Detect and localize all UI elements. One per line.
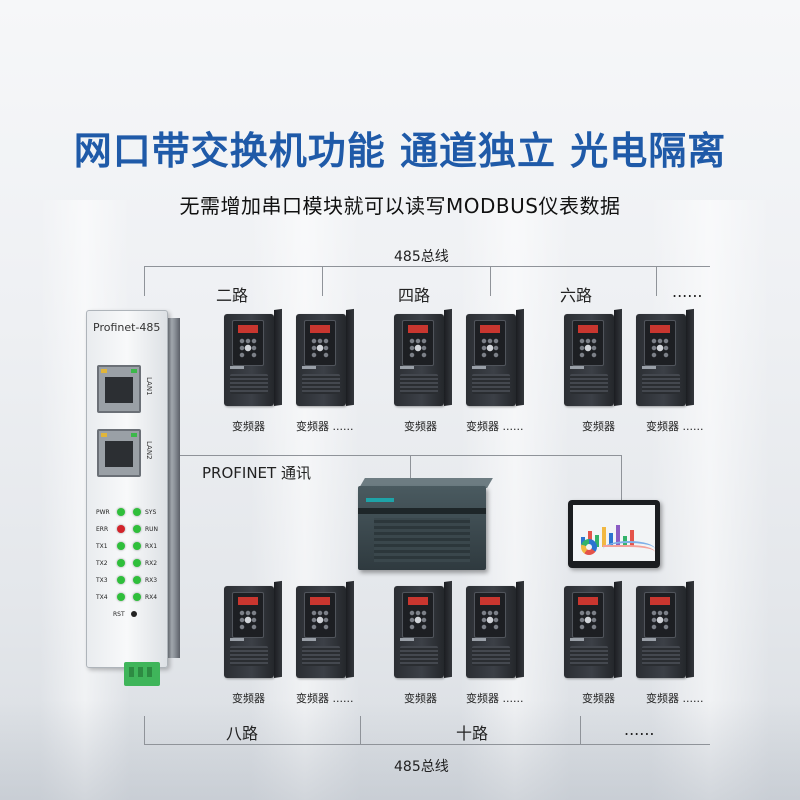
tx2-led [117, 559, 125, 567]
led-label: TX1 [96, 543, 108, 550]
reset-button[interactable] [131, 611, 137, 617]
inverter [224, 580, 282, 678]
led-label: RX2 [145, 560, 158, 567]
device-label: 变频器 [404, 420, 437, 433]
bus-drop [360, 716, 361, 744]
inverter [394, 308, 452, 406]
led-label: TX4 [96, 594, 108, 601]
profinet-gateway: Profinet-485 LAN1 LAN2 PWR SYS ERR RUN T… [86, 310, 180, 670]
led-label: TX3 [96, 577, 108, 584]
lan2-label: LAN2 [145, 441, 153, 460]
device-label: 变频器 ...... [466, 420, 524, 433]
inverter [636, 580, 694, 678]
tx3-led [117, 576, 125, 584]
route-label: 八路 [226, 724, 259, 743]
route-label: 二路 [216, 286, 249, 305]
pwr-led [117, 508, 125, 516]
bus-drop [144, 266, 145, 296]
plc-controller [358, 478, 494, 570]
led-label: PWR [96, 509, 110, 516]
bottom-bus-label: 485总线 [394, 759, 449, 775]
led-label: ERR [96, 526, 109, 533]
rx3-led [133, 576, 141, 584]
reset-label: RST [113, 611, 125, 618]
subheadline: 无需增加串口模块就可以读写MODBUS仪表数据 [179, 194, 621, 218]
led-label: SYS [145, 509, 157, 516]
top-bus-line [144, 266, 710, 267]
tx4-led [117, 593, 125, 601]
bus-drop [144, 716, 145, 744]
route-label: 六路 [560, 286, 593, 305]
device-label: 变频器 [404, 692, 437, 705]
rx4-led [133, 593, 141, 601]
route-label: ...... [672, 282, 703, 301]
led-label: RX3 [145, 577, 158, 584]
run-led [133, 525, 141, 533]
bus-drop [322, 266, 323, 296]
profinet-drop [410, 455, 411, 481]
sys-led [133, 508, 141, 516]
inverter [224, 308, 282, 406]
inverter [564, 580, 622, 678]
tx1-led [117, 542, 125, 550]
bus-drop [656, 266, 657, 296]
route-label: 四路 [398, 286, 431, 305]
floor [0, 700, 800, 800]
device-label: 变频器 [232, 692, 265, 705]
device-label: 变频器 ...... [296, 420, 354, 433]
inverter [394, 580, 452, 678]
bus-drop [580, 716, 581, 744]
bottom-bus-line [144, 744, 710, 745]
inverter [296, 580, 354, 678]
profinet-line [176, 455, 622, 456]
lan1-port[interactable] [97, 365, 141, 413]
led-label: RUN [145, 526, 159, 533]
device-label: 变频器 [582, 692, 615, 705]
gateway-model: Profinet-485 [93, 321, 161, 334]
device-label: 变频器 ...... [646, 692, 704, 705]
lan2-port[interactable] [97, 429, 141, 477]
err-led [117, 525, 125, 533]
inverter [466, 308, 524, 406]
headline: 网口带交换机功能 通道独立 光电隔离 [73, 129, 727, 173]
device-label: 变频器 ...... [646, 420, 704, 433]
device-label: 变频器 ...... [466, 692, 524, 705]
device-label: 变频器 ...... [296, 692, 354, 705]
led-label: RX1 [145, 543, 158, 550]
route-label: 十路 [456, 724, 489, 743]
device-label: 变频器 [582, 420, 615, 433]
led-label: RX4 [145, 594, 158, 601]
route-label: ...... [624, 720, 655, 739]
rx1-led [133, 542, 141, 550]
bus-drop [490, 266, 491, 296]
inverter [296, 308, 354, 406]
inverter [636, 308, 694, 406]
inverter [466, 580, 524, 678]
profinet-label: PROFINET 通讯 [202, 464, 311, 482]
rx2-led [133, 559, 141, 567]
device-label: 变频器 [232, 420, 265, 433]
inverter [564, 308, 622, 406]
lan1-label: LAN1 [145, 377, 153, 396]
rs485-terminal-block[interactable] [124, 662, 160, 686]
hmi-touch-panel [568, 500, 660, 568]
led-label: TX2 [96, 560, 108, 567]
top-bus-label: 485总线 [394, 249, 449, 265]
profinet-drop [621, 455, 622, 501]
